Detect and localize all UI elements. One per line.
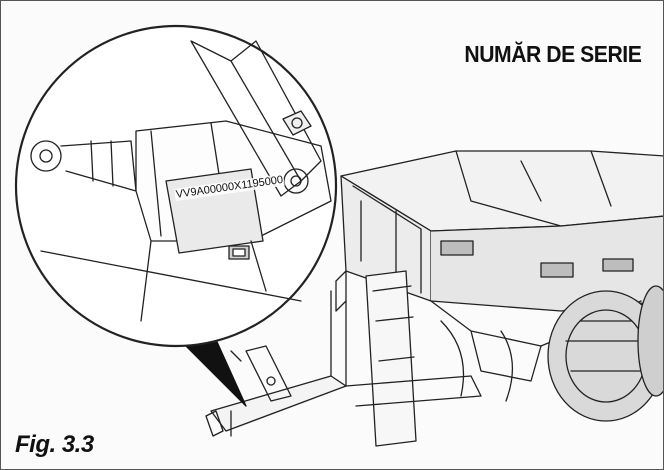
figure-title: NUMĂR DE SERIE — [464, 41, 641, 67]
figure-caption: Fig. 3.3 — [15, 431, 94, 458]
spreader-machine — [205, 150, 663, 447]
magnifier-detail — [14, 24, 338, 348]
